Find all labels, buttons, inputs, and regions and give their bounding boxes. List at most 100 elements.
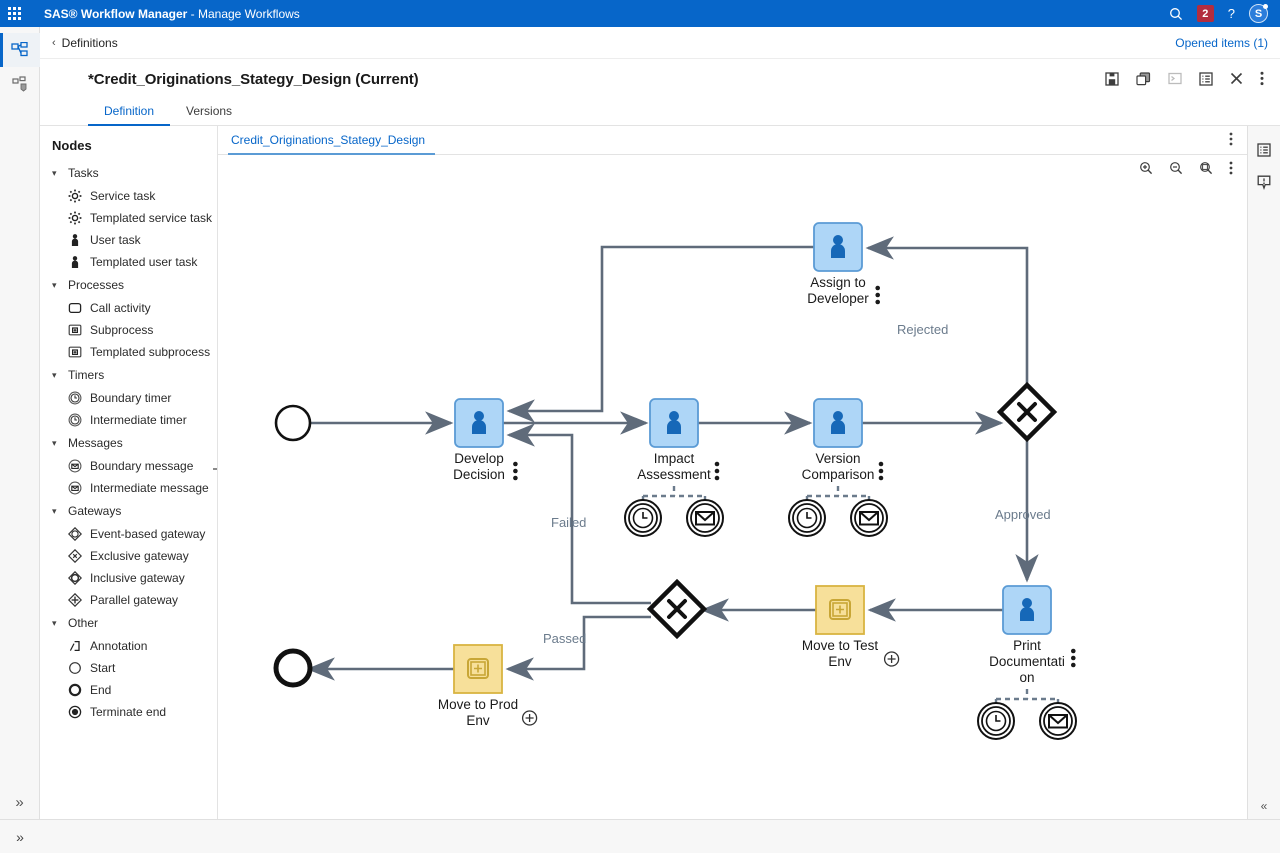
node-print[interactable] [1002, 585, 1052, 635]
palette-group-label: Other [68, 616, 99, 630]
start-event[interactable] [274, 404, 312, 442]
node-moveProd[interactable] [453, 644, 503, 694]
exclusive-gateway[interactable] [646, 578, 708, 640]
node-develop-menu-icon[interactable] [513, 461, 518, 481]
node-impact[interactable] [649, 398, 699, 448]
canvas-tab-more-menu-icon[interactable] [1229, 132, 1247, 149]
comments-panel-icon[interactable] [1248, 166, 1280, 198]
palette-item-intermediate-message[interactable]: Intermediate message [40, 477, 217, 499]
palette-item-inclusive-gateway[interactable]: Inclusive gateway [40, 567, 217, 589]
tab-definition[interactable]: Definition [88, 97, 171, 126]
canvas-tabbar: Credit_Originations_Stategy_Design [218, 126, 1247, 155]
zoom-in-icon[interactable] [1139, 161, 1153, 175]
palette-group-processes[interactable]: ▾Processes [40, 273, 217, 297]
canvas-tab[interactable]: Credit_Originations_Stategy_Design [228, 127, 436, 155]
right-rail-collapse-icon[interactable]: « [1260, 799, 1268, 813]
palette-item-boundary-message[interactable]: Boundary message [40, 455, 217, 477]
palette-group-messages[interactable]: ▾Messages [40, 431, 217, 455]
boundary-message-icon[interactable] [686, 499, 724, 537]
properties-panel-icon[interactable] [1248, 134, 1280, 166]
palette-item-boundary-timer[interactable]: Boundary timer [40, 387, 217, 409]
palette-item-service-task[interactable]: Service task [40, 185, 217, 207]
opened-items-link[interactable]: Opened items (1) [1175, 35, 1268, 50]
node-version-menu-icon[interactable] [878, 461, 884, 481]
expand-plus-circle-icon[interactable] [521, 710, 538, 726]
palette-item-end[interactable]: End [40, 679, 217, 701]
palette-item-annotation[interactable]: Annotation [40, 635, 217, 657]
palette-item-label: Exclusive gateway [90, 549, 189, 563]
connector[interactable] [506, 245, 814, 423]
node-assign-menu-icon[interactable] [875, 285, 880, 305]
boundary-events [788, 486, 888, 537]
rail-item-workflows[interactable] [0, 33, 40, 67]
palette-item-start[interactable]: Start [40, 657, 217, 679]
palette-item-templated-service-task[interactable]: Templated service task [40, 207, 217, 229]
breadcrumb-definitions[interactable]: ‹ Definitions [52, 36, 118, 50]
palette-item-intermediate-timer[interactable]: Intermediate timer [40, 409, 217, 431]
expand-plus-circle-icon[interactable] [883, 651, 900, 667]
copy-icon[interactable] [1136, 71, 1151, 86]
node-version[interactable] [813, 398, 863, 448]
node-develop[interactable] [454, 398, 504, 448]
search-icon[interactable] [1169, 7, 1183, 21]
exclusive-gateway[interactable] [996, 381, 1058, 443]
avatar[interactable]: S [1249, 4, 1268, 23]
notification-badge[interactable]: 2 [1196, 5, 1214, 22]
boundary-message-icon[interactable] [1039, 702, 1077, 740]
footer-expand-icon[interactable]: » [16, 828, 24, 845]
more-menu-icon[interactable] [1260, 71, 1264, 86]
user-icon [831, 235, 845, 258]
palette-item-exclusive-gateway[interactable]: Exclusive gateway [40, 545, 217, 567]
gateway-event-icon [68, 527, 82, 541]
palette-group-tasks[interactable]: ▾Tasks [40, 161, 217, 185]
export-icon [1168, 72, 1182, 85]
terminate-end-icon [68, 705, 82, 719]
close-icon[interactable] [1230, 72, 1243, 85]
boundary-timer-icon[interactable] [624, 499, 662, 537]
avatar-status-dot [1263, 4, 1268, 9]
rail-item-secondary[interactable] [0, 67, 40, 101]
properties-icon[interactable] [1199, 71, 1213, 86]
palette-item-label: End [90, 683, 112, 697]
tab-versions[interactable]: Versions [186, 104, 233, 118]
palette-item-event-based-gateway[interactable]: Event-based gateway [40, 523, 217, 545]
save-icon[interactable] [1105, 71, 1119, 86]
palette-group-timers[interactable]: ▾Timers [40, 363, 217, 387]
avatar-initial: S [1254, 7, 1263, 20]
user-icon [68, 255, 82, 269]
zoom-out-icon[interactable] [1169, 161, 1183, 175]
breadcrumb-label: Definitions [61, 35, 118, 50]
palette-item-user-task[interactable]: User task [40, 229, 217, 251]
palette-item-terminate-end[interactable]: Terminate end [40, 701, 217, 723]
palette-item-subprocess[interactable]: Subprocess [40, 319, 217, 341]
boundary-timer-icon[interactable] [977, 702, 1015, 740]
node-assign[interactable] [813, 222, 863, 272]
right-icon-rail: « [1247, 126, 1280, 819]
gear-icon [68, 189, 82, 203]
app-grid-icon[interactable] [0, 7, 28, 20]
connector[interactable] [505, 615, 651, 681]
palette-item-templated-subprocess[interactable]: Templated subprocess [40, 341, 217, 363]
node-print-menu-icon[interactable] [1071, 648, 1076, 668]
node-moveTest[interactable] [815, 585, 865, 635]
zoom-fit-icon[interactable] [1199, 161, 1213, 175]
palette-group-other[interactable]: ▾Other [40, 611, 217, 635]
boundary-message-icon[interactable] [850, 499, 888, 537]
palette-item-call-activity[interactable]: Call activity [40, 297, 217, 319]
palette-item-parallel-gateway[interactable]: Parallel gateway [40, 589, 217, 611]
palette-item-templated-user-task[interactable]: Templated user task [40, 251, 217, 273]
palette-group-gateways[interactable]: ▾Gateways [40, 499, 217, 523]
palette-splitter[interactable] [213, 456, 217, 482]
node-impact-menu-icon[interactable] [714, 461, 720, 481]
canvas-more-menu-icon[interactable] [1229, 161, 1233, 175]
rail-expand-icon[interactable]: » [15, 794, 24, 811]
boundary-timer-icon[interactable] [788, 499, 826, 537]
connector[interactable] [506, 423, 651, 605]
end-event[interactable] [273, 648, 313, 688]
connector[interactable] [865, 236, 1029, 386]
help-icon[interactable]: ? [1227, 6, 1235, 21]
